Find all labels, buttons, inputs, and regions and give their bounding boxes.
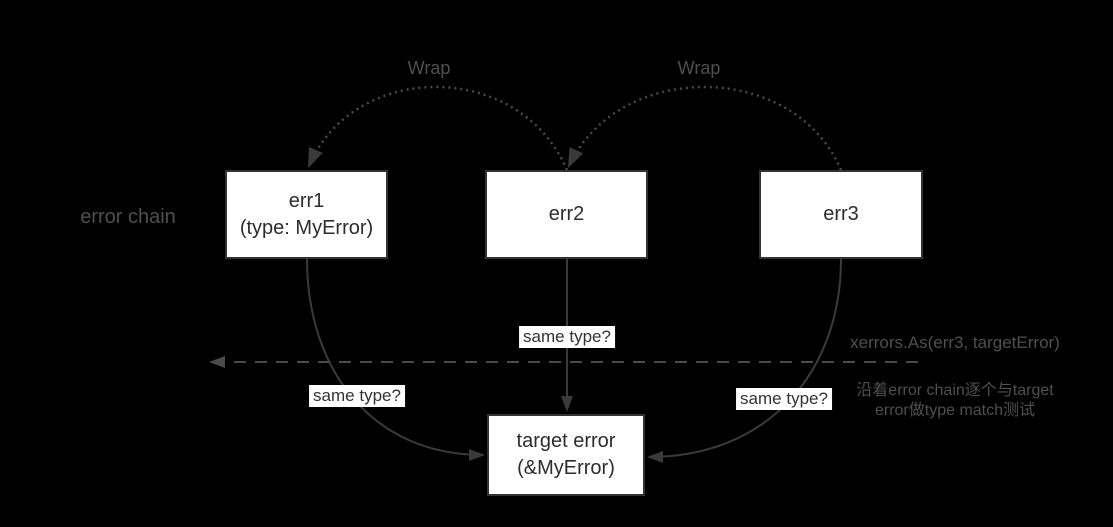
wrap-arc-err3-to-err2	[567, 85, 843, 171]
same-type-label-err2: same type?	[519, 326, 615, 348]
node-target-error: target error (&MyError)	[487, 414, 645, 496]
same-type-label-err3: same type?	[736, 388, 832, 410]
match-curve-err1-to-target	[306, 258, 485, 461]
node-err2-title: err2	[548, 203, 585, 225]
wrap-label-1: Wrap	[407, 58, 451, 78]
node-err1-subtitle: (type: MyError)	[239, 216, 374, 239]
node-err1: err1 (type: MyError)	[225, 170, 388, 259]
annotation-line-1: 沿着error chain逐个与target	[856, 382, 1054, 399]
node-err3-title: err3	[823, 203, 859, 225]
node-err2: err2	[485, 170, 648, 259]
match-curve-err3-to-target	[647, 258, 842, 463]
node-target-title: target error	[516, 430, 616, 452]
node-err3: err3	[759, 170, 923, 259]
xerrors-as-call-label: xerrors.As(err3, targetError)	[850, 333, 1060, 352]
node-err1-title: err1	[288, 189, 325, 212]
node-target-subtitle: (&MyError)	[517, 457, 615, 479]
same-type-label-err1: same type?	[309, 385, 405, 407]
wrap-arc-err2-to-err1	[307, 85, 569, 171]
error-chain-label: error chain	[80, 206, 176, 228]
annotation-text: 沿着error chain逐个与target error做type match测…	[843, 381, 1067, 421]
wrap-label-2: Wrap	[677, 58, 721, 78]
annotation-line-2: error做type match测试	[874, 402, 1036, 419]
